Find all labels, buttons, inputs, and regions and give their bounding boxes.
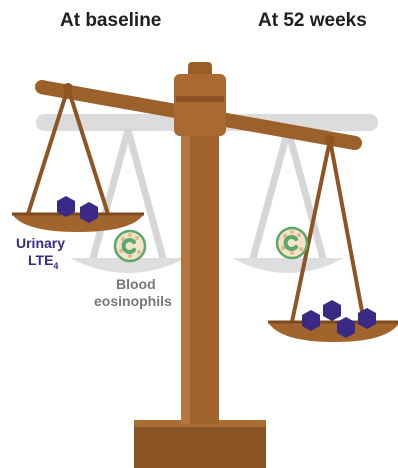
eosinophil-cell-icon <box>277 228 307 258</box>
blood-label: Blood <box>116 276 156 292</box>
scale-base <box>134 420 266 468</box>
eosinophil-cell-icon <box>115 231 145 261</box>
pillar-cap <box>174 62 226 136</box>
lte4-subscript: 4 <box>53 261 58 271</box>
lte4-base: LTE <box>28 252 53 268</box>
urinary-label: Urinary <box>16 235 65 251</box>
purple-hexagon-icon <box>323 300 341 321</box>
heading-at-baseline: At baseline <box>60 10 161 32</box>
heading-at-52-weeks: At 52 weeks <box>258 10 367 32</box>
lte4-label: LTE4 <box>28 252 58 271</box>
eosinophils-label: eosinophils <box>94 293 172 309</box>
